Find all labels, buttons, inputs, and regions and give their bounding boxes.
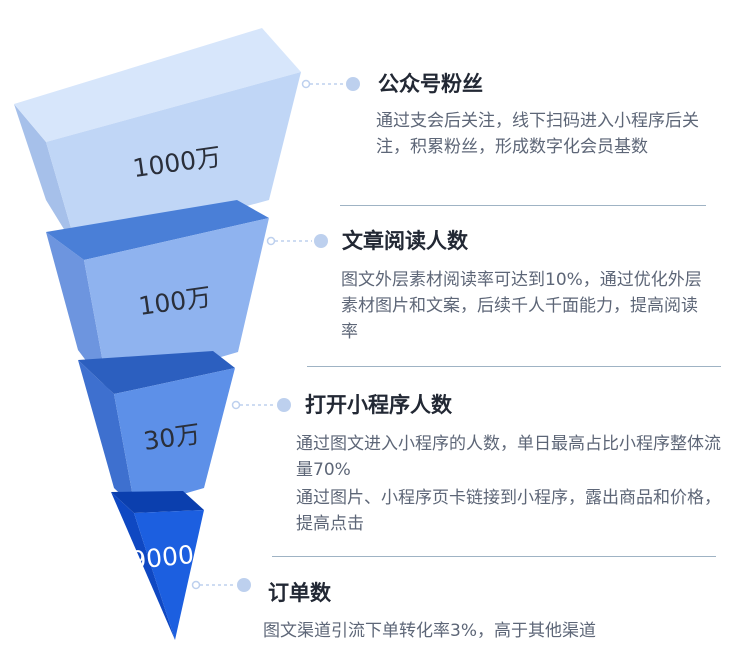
layer-2-front xyxy=(84,218,269,390)
layer-2-top xyxy=(46,200,269,260)
connector-2 xyxy=(266,234,328,248)
stage-2-description: 图文外层素材阅读率可达到10%，通过优化外层素材图片和文案，后续千人千面能力，提… xyxy=(341,270,702,342)
connector-1-end-dot xyxy=(346,77,360,91)
layer-4-side xyxy=(111,492,175,640)
stage-4-title: 订单数 xyxy=(268,581,331,605)
connector-4-start-dot xyxy=(191,580,201,590)
connector-1-start-dot xyxy=(301,79,311,89)
stage-3-description-2: 通过图片、小程序页卡链接到小程序，露出商品和价格，提高点击 xyxy=(296,488,721,534)
stage-1-title: 公众号粉丝 xyxy=(378,72,483,96)
funnel-layer-4: 9000 xyxy=(111,491,204,640)
stage-1-separator xyxy=(340,205,706,206)
stage-3-description: 通过图文进入小程序的人数，单日最高占比小程序整体流量70% xyxy=(296,434,721,480)
connector-2-end-dot xyxy=(314,234,328,248)
layer-3-front xyxy=(114,368,235,508)
layer-4-front xyxy=(134,510,204,640)
connector-1 xyxy=(301,77,360,91)
connector-4 xyxy=(191,578,251,592)
stage-3-separator xyxy=(272,556,716,557)
layer-3-side xyxy=(78,360,135,508)
layer-1-side xyxy=(14,104,78,252)
connector-3-end-dot xyxy=(277,398,291,412)
layer-3-top xyxy=(78,351,235,394)
layer-1-top xyxy=(14,28,301,142)
connector-4-end-dot xyxy=(237,578,251,592)
stage-4-description: 图文渠道引流下单转化率3%，高于其他渠道 xyxy=(263,621,596,641)
funnel-layer-2: 100万 xyxy=(46,200,269,390)
connector-3 xyxy=(231,398,291,412)
connector-3-start-dot xyxy=(231,400,241,410)
stage-3-title: 打开小程序人数 xyxy=(305,393,452,417)
stage-2-title: 文章阅读人数 xyxy=(342,229,468,253)
stage-2-separator xyxy=(307,366,721,367)
layer-2-side xyxy=(46,232,108,390)
stage-1-description: 通过支会后关注，线下扫码进入小程序后关注，积累粉丝，形成数字化会员基数 xyxy=(376,111,699,157)
funnel-layer-3: 30万 xyxy=(78,351,235,508)
layer-4-top xyxy=(111,491,204,513)
layer-4-value: 9000 xyxy=(129,540,195,575)
connector-2-start-dot xyxy=(266,236,276,246)
